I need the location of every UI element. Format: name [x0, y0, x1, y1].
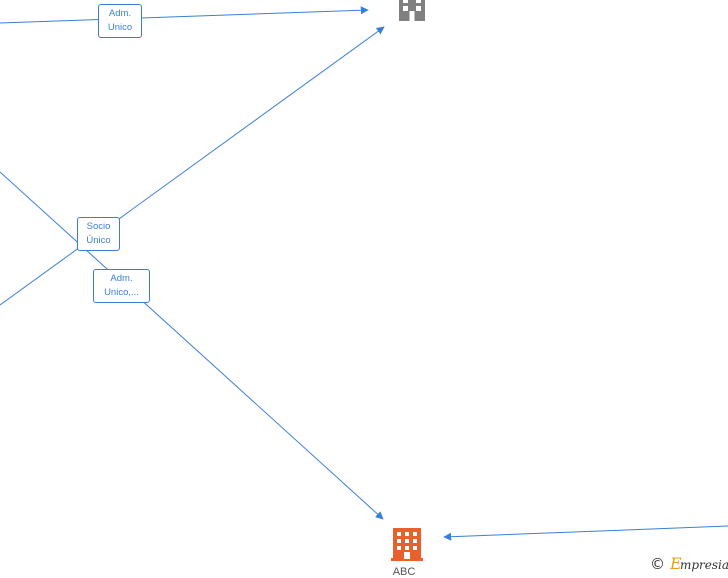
- edge-adm-unico-top: [0, 6, 369, 24]
- company-abc-building-icon[interactable]: [391, 528, 423, 561]
- edge-label-line: Único: [86, 235, 111, 246]
- edge-adm-unico-abc: [0, 171, 384, 520]
- edge-label-line: Socio: [86, 221, 111, 232]
- svg-text:mpresia: mpresia: [680, 558, 728, 572]
- edge-right-to-abc: [443, 525, 728, 541]
- company-top-building-icon[interactable]: [399, 0, 425, 21]
- edge-socio-unico: [0, 26, 385, 306]
- empresia-logo: E mpresia: [670, 554, 728, 573]
- copyright-symbol: ©: [650, 555, 665, 573]
- company-abc-label[interactable]: ABC: [392, 566, 416, 578]
- edge-label-line: Unico,...: [104, 287, 139, 298]
- edge-label-socio-unico[interactable]: Socio Único: [77, 217, 120, 251]
- edge-label-adm-unico-abc[interactable]: Adm. Unico,...: [93, 269, 150, 303]
- edge-label-line: Unico: [107, 22, 133, 33]
- edge-label-adm-unico-top[interactable]: Adm. Unico: [98, 4, 142, 38]
- watermark: © E mpresia: [650, 554, 728, 574]
- svg-text:E: E: [670, 554, 682, 573]
- edge-label-line: Adm.: [110, 273, 133, 284]
- edge-label-line: Adm.: [108, 8, 132, 19]
